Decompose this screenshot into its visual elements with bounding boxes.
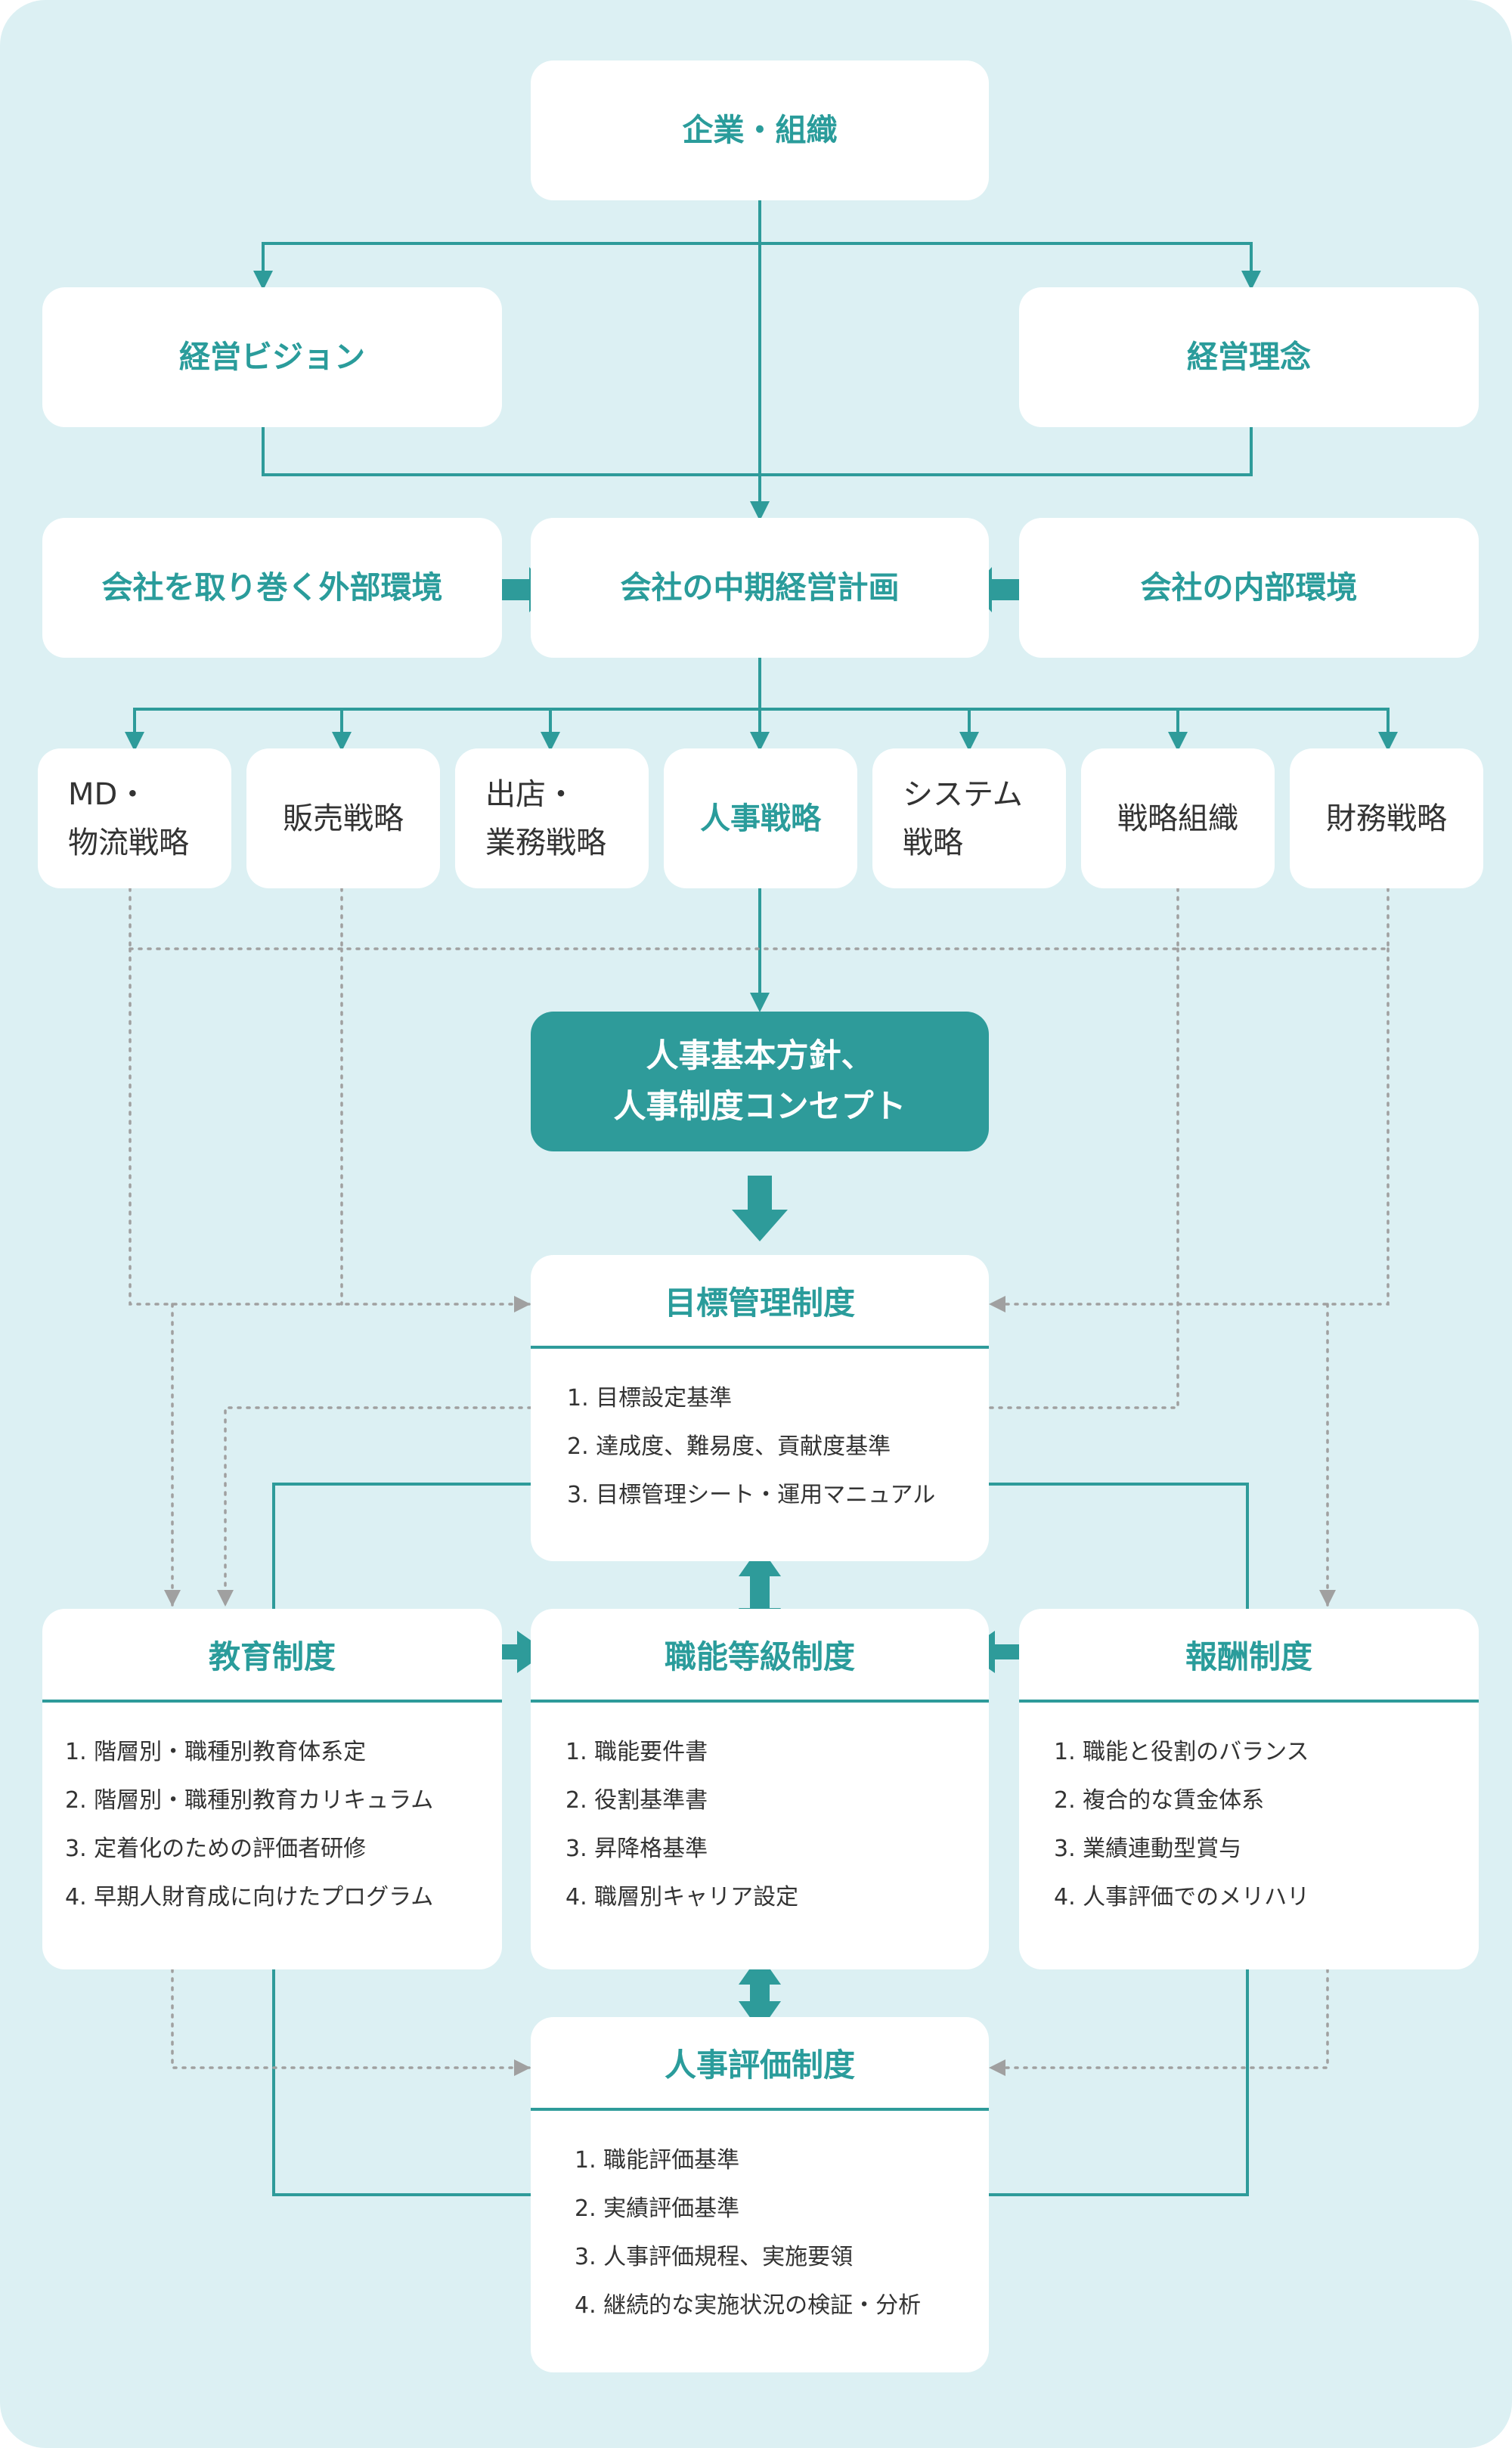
objectives-list: 1. 目標設定基準 2. 達成度、難易度、貢献度基準 3. 目標管理シート・運用…: [531, 1349, 989, 1520]
strategy-store-operations: 出店・業務戦略: [455, 748, 649, 888]
strategy-md-logistics: MD・物流戦略: [38, 748, 231, 888]
philosophy-box: 経営理念: [1019, 287, 1479, 427]
evaluation-item: 1. 職能評価基準: [575, 2147, 740, 2174]
objectives-item: 1. 目標設定基準: [567, 1385, 733, 1411]
compensation-item: 1. 職能と役割のバランス: [1054, 1739, 1309, 1765]
grading-card: 職能等級制度 1. 職能要件書 2. 役割基準書 3. 昇降格基準 4. 職層別…: [531, 1609, 989, 1969]
education-item: 1. 階層別・職種別教育体系定: [65, 1739, 367, 1765]
strategy-organization: 戦略組織: [1081, 748, 1275, 888]
strategy-hr-label: 人事戦略: [700, 801, 821, 836]
strategy-hr: 人事戦略: [664, 748, 857, 888]
hr-policy-line1: 人事基本方針、: [646, 1037, 874, 1075]
compensation-item: 4. 人事評価でのメリハリ: [1054, 1884, 1310, 1910]
strategy-system-line2: 戦略: [903, 825, 963, 860]
strategy-finance: 財務戦略: [1290, 748, 1483, 888]
objectives-title: 目標管理制度: [531, 1255, 989, 1349]
education-item: 2. 階層別・職種別教育カリキュラム: [65, 1787, 434, 1814]
org-box: 企業・組織: [531, 60, 989, 200]
evaluation-title: 人事評価制度: [531, 2017, 989, 2111]
grading-title: 職能等級制度: [531, 1609, 989, 1703]
grading-item: 4. 職層別キャリア設定: [565, 1884, 799, 1910]
grading-item: 3. 昇降格基準: [565, 1836, 708, 1862]
grading-item: 1. 職能要件書: [565, 1739, 708, 1765]
internal-env-label: 会社の内部環境: [1140, 569, 1358, 606]
vision-box: 経営ビジョン: [42, 287, 502, 427]
evaluation-list: 1. 職能評価基準 2. 実績評価基準 3. 人事評価規程、実施要領 4. 継続…: [531, 2111, 989, 2330]
external-env-label: 会社を取り巻く外部環境: [101, 569, 443, 606]
strategy-store-line2: 業務戦略: [485, 825, 606, 860]
compensation-item: 2. 複合的な賃金体系: [1054, 1787, 1265, 1814]
mid-term-plan-label: 会社の中期経営計画: [620, 569, 900, 606]
objectives-card: 目標管理制度 1. 目標設定基準 2. 達成度、難易度、貢献度基準 3. 目標管…: [531, 1255, 989, 1561]
education-item: 4. 早期人財育成に向けたプログラム: [65, 1884, 434, 1910]
org-label: 企業・組織: [682, 111, 838, 148]
strategy-system-line1: システム: [903, 776, 1023, 812]
hr-policy-box: 人事基本方針、人事制度コンセプト: [531, 1012, 989, 1151]
education-item: 3. 定着化のための評価者研修: [65, 1836, 367, 1862]
objectives-item: 3. 目標管理シート・運用マニュアル: [567, 1482, 936, 1508]
internal-env-box: 会社の内部環境: [1019, 518, 1479, 658]
evaluation-item: 4. 継続的な実施状況の検証・分析: [575, 2292, 922, 2319]
strategy-store-line1: 出店・: [485, 776, 576, 812]
compensation-title: 報酬制度: [1019, 1609, 1479, 1703]
grading-item: 2. 役割基準書: [565, 1787, 708, 1814]
evaluation-item: 2. 実績評価基準: [575, 2195, 740, 2222]
compensation-item: 3. 業績連動型賞与: [1054, 1836, 1242, 1862]
compensation-list: 1. 職能と役割のバランス 2. 複合的な賃金体系 3. 業績連動型賞与 4. …: [1019, 1703, 1479, 1922]
mid-term-plan-box: 会社の中期経営計画: [531, 518, 989, 658]
grading-list: 1. 職能要件書 2. 役割基準書 3. 昇降格基準 4. 職層別キャリア設定: [531, 1703, 989, 1922]
objectives-item: 2. 達成度、難易度、貢献度基準: [567, 1433, 891, 1460]
vision-label: 経営ビジョン: [179, 338, 365, 375]
philosophy-label: 経営理念: [1187, 338, 1311, 375]
strategy-sales-label: 販売戦略: [283, 801, 404, 836]
strategy-organization-label: 戦略組織: [1117, 801, 1238, 836]
strategy-sales: 販売戦略: [246, 748, 440, 888]
external-env-box: 会社を取り巻く外部環境: [42, 518, 502, 658]
evaluation-item: 3. 人事評価規程、実施要領: [575, 2244, 854, 2270]
evaluation-card: 人事評価制度 1. 職能評価基準 2. 実績評価基準 3. 人事評価規程、実施要…: [531, 2017, 989, 2372]
hr-policy-line2: 人事制度コンセプト: [613, 1087, 906, 1126]
education-card: 教育制度 1. 階層別・職種別教育体系定 2. 階層別・職種別教育カリキュラム …: [42, 1609, 502, 1969]
compensation-card: 報酬制度 1. 職能と役割のバランス 2. 複合的な賃金体系 3. 業績連動型賞…: [1019, 1609, 1479, 1969]
education-list: 1. 階層別・職種別教育体系定 2. 階層別・職種別教育カリキュラム 3. 定着…: [42, 1703, 502, 1922]
strategy-md-line2: 物流戦略: [68, 825, 189, 860]
education-title: 教育制度: [42, 1609, 502, 1703]
strategy-finance-label: 財務戦略: [1326, 801, 1447, 836]
strategy-md-line1: MD・: [68, 776, 148, 812]
strategy-system: システム戦略: [872, 748, 1066, 888]
